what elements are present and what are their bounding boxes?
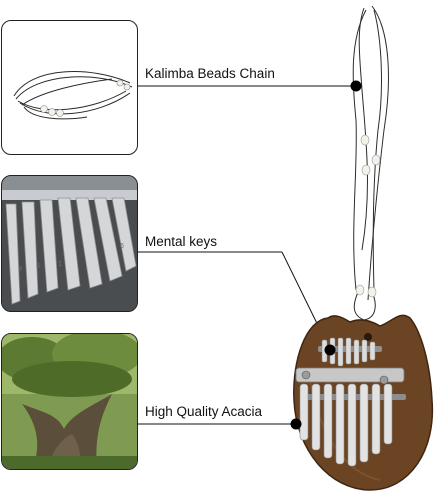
svg-text:5: 5 <box>36 263 40 270</box>
svg-text:1: 1 <box>58 261 62 268</box>
callout-dots <box>290 80 362 430</box>
kalimba-keys-main <box>295 367 406 467</box>
keys-photo-panel: 3 5 1 6 <box>1 175 138 312</box>
metal-keys-image: 3 5 1 6 <box>2 176 137 311</box>
acacia-tree-image <box>2 334 137 469</box>
callout-acacia: High Quality Acacia <box>145 404 263 419</box>
cord-hole <box>364 333 372 341</box>
sound-hole <box>326 346 334 354</box>
leader-line-keys-d <box>281 251 331 351</box>
svg-text:6: 6 <box>120 243 124 250</box>
wood-photo-panel <box>1 333 138 470</box>
callout-beads-chain: Kalimba Beads Chain <box>145 66 275 81</box>
necklace-cord <box>352 5 389 321</box>
bead-chain-image <box>13 71 133 120</box>
callout-dot-keys <box>324 344 336 356</box>
callout-dot-chain <box>350 80 362 92</box>
chain-photo-panel <box>1 20 138 155</box>
leader-lines <box>138 85 356 425</box>
svg-text:3: 3 <box>18 266 22 273</box>
callout-dot-wood <box>290 418 302 430</box>
callout-mental-keys: Mental keys <box>145 234 218 249</box>
beads <box>40 79 131 117</box>
kalimba-keys-top <box>318 337 382 367</box>
kalimba-body <box>293 314 434 491</box>
necklace-beads <box>355 134 381 298</box>
